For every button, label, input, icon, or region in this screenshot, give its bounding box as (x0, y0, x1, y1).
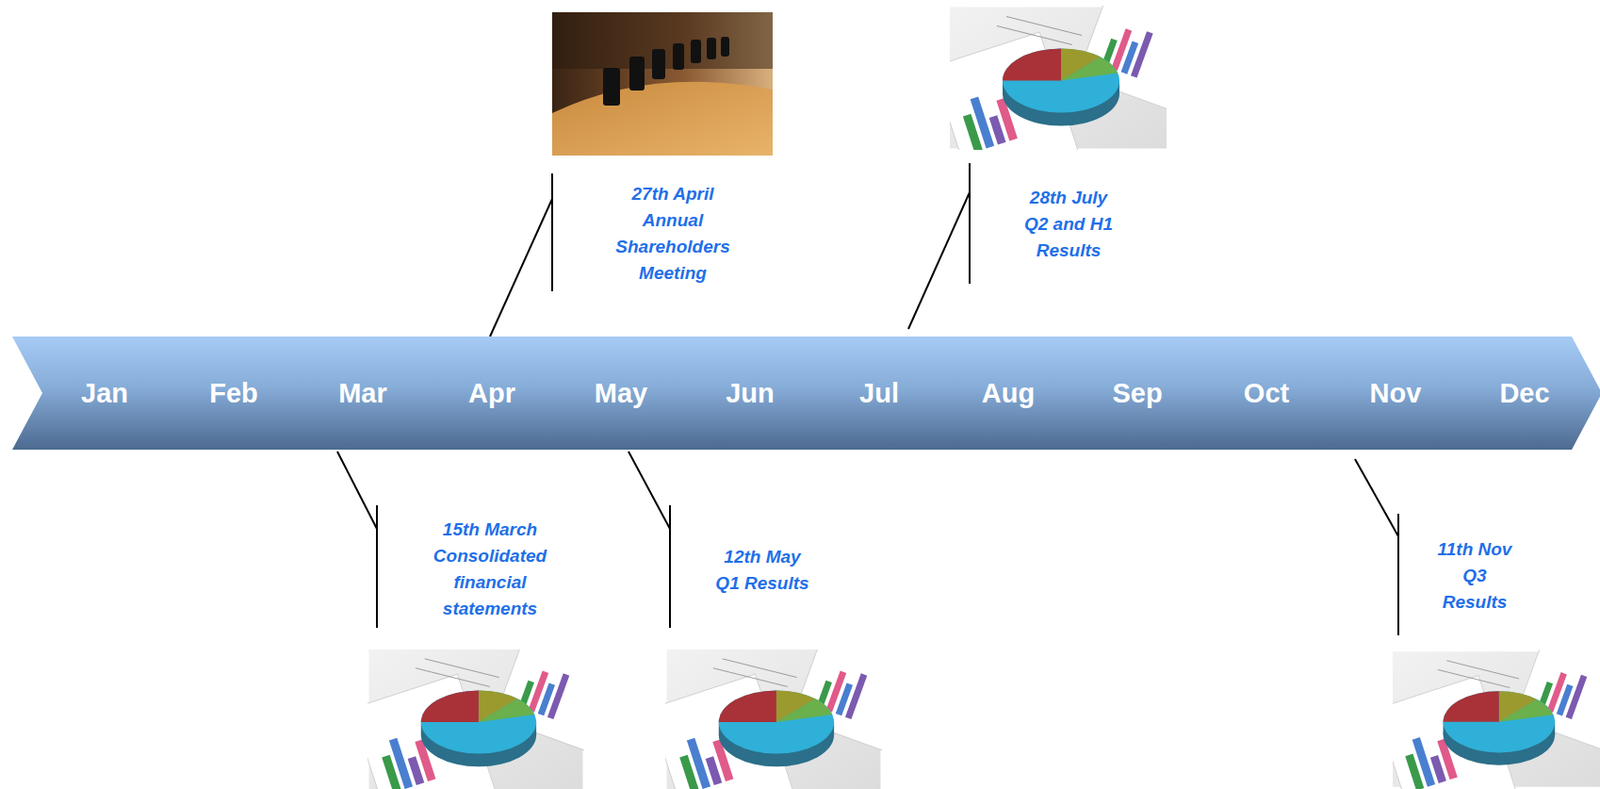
month-chevron: Dec (1432, 336, 1600, 450)
event-callout: 12th May Q1 Results (711, 543, 814, 597)
month-label: Jul (859, 336, 899, 450)
month-label: Oct (1243, 336, 1290, 450)
month-label: Sep (1111, 336, 1162, 450)
month-label: Dec (1499, 336, 1550, 450)
month-label: Nov (1370, 336, 1422, 450)
month-label: Feb (209, 336, 259, 450)
event-callout: 11th Nov Q3 Results (1432, 536, 1518, 616)
month-label: Apr (468, 336, 516, 450)
chart-photo (351, 620, 626, 789)
chart-photo (1375, 624, 1600, 789)
month-label: Aug (981, 336, 1035, 450)
month-label: Jun (725, 336, 775, 450)
month-label: May (594, 336, 648, 450)
chart-photo (931, 0, 1210, 202)
month-label: Mar (338, 336, 388, 450)
chart-photo (649, 620, 924, 789)
leader-lines (337, 163, 1399, 636)
boardroom-photo (552, 12, 773, 156)
event-callout: 27th April Annual Shareholders Meeting (605, 180, 740, 287)
event-callout: 28th July Q2 and H1 Results (1015, 184, 1122, 264)
event-callout: 15th March Consolidated financial statem… (426, 516, 555, 622)
month-label: Jan (81, 336, 129, 450)
